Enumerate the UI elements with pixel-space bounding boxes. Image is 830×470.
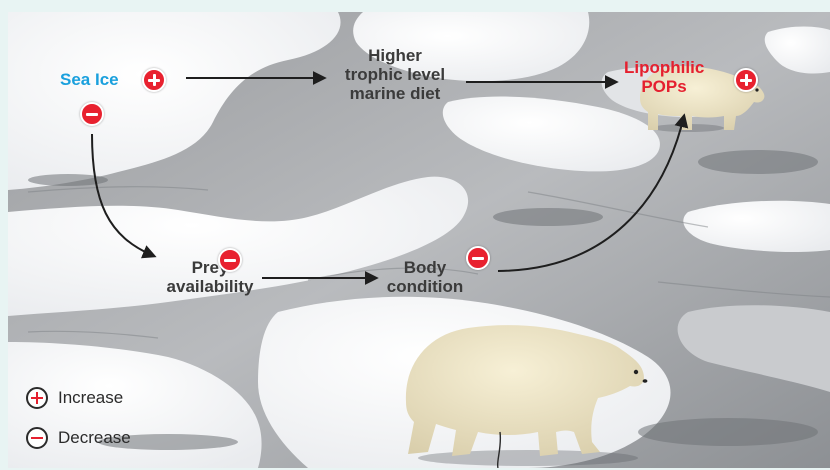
legend-decrease: Decrease [26, 426, 131, 450]
legend-increase: Increase [26, 386, 123, 410]
node-prey-line1: Prey [158, 258, 262, 277]
node-higher-trophic-diet: Higher trophic level marine diet [326, 46, 464, 103]
node-body-line2: condition [378, 277, 472, 296]
node-prey-availability: Prey availability [158, 258, 262, 296]
node-body-condition: Body condition [378, 258, 472, 296]
legend-plus-icon [26, 387, 48, 409]
node-sea-ice-label: Sea Ice [60, 70, 119, 89]
legend-minus-icon [26, 427, 48, 449]
legend-decrease-label: Decrease [58, 428, 131, 448]
sea-ice-minus-icon [80, 102, 104, 126]
node-lipophilic-pops: Lipophilic POPs [624, 58, 704, 96]
prey-minus-icon [218, 248, 242, 272]
node-sea-ice: Sea Ice [60, 70, 119, 89]
node-higher-line1: Higher [326, 46, 464, 65]
node-higher-line2: trophic level [326, 65, 464, 84]
figure-frame: Sea Ice Higher trophic level marine diet… [8, 12, 830, 468]
sea-ice-plus-icon [142, 68, 166, 92]
node-lipo-line2: POPs [624, 77, 704, 96]
node-body-line1: Body [378, 258, 472, 277]
body-minus-icon [466, 246, 490, 270]
pops-plus-icon [734, 68, 758, 92]
legend-increase-label: Increase [58, 388, 123, 408]
node-prey-line2: availability [158, 277, 262, 296]
node-lipo-line1: Lipophilic [624, 58, 704, 77]
node-higher-line3: marine diet [326, 84, 464, 103]
